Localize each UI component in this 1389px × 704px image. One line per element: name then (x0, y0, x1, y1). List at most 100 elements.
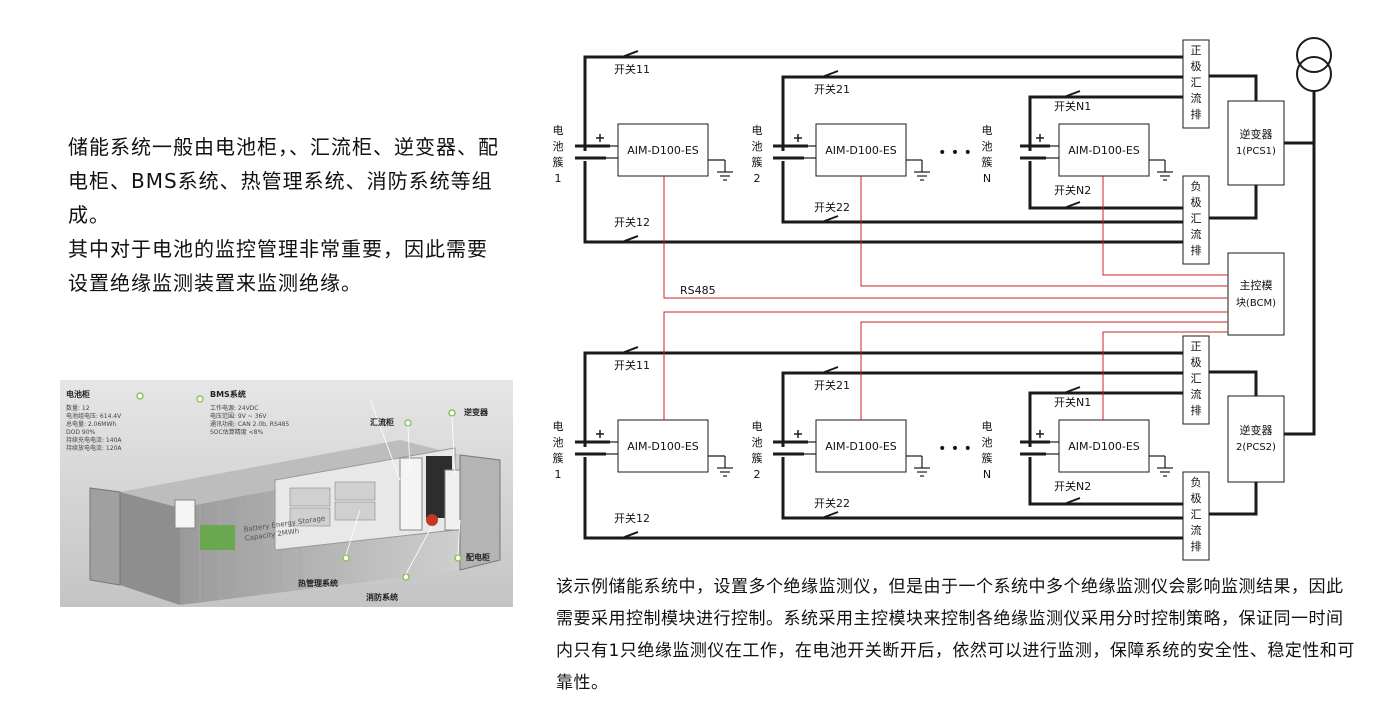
switch-N1-contact (1062, 391, 1066, 395)
ellipsis: • • • (938, 441, 972, 457)
bms-spec: 通讯功能: CAN 2.0b, RS485 (210, 421, 290, 428)
switch-N2-label: 开关N2 (1054, 479, 1091, 493)
switch-22-label: 开关22 (814, 200, 850, 214)
cluster-label-1: 电 (553, 124, 564, 137)
switch-21-blade (821, 366, 839, 374)
inverter1-to-transformer (1284, 91, 1316, 145)
switch-22-blade (821, 511, 839, 519)
switch-12-blade (621, 531, 639, 539)
inverter-1-label: 逆变器 (1240, 127, 1273, 141)
aim-d100-es-device-2 (815, 419, 907, 473)
switch-12-label: 开关12 (614, 215, 650, 229)
negative-busbar-label: 极 (1191, 195, 1202, 209)
device-label-1: AIM-D100-ES (627, 144, 699, 157)
neg-wire-cluster2 (781, 457, 1183, 520)
cluster-label-2: 池 (752, 140, 763, 153)
transformer-coil-top (1296, 37, 1332, 73)
busbar-to-inverter1-neg (1209, 185, 1258, 220)
pos-wire-cluster2 (781, 371, 1183, 447)
switch-11-contact (620, 351, 624, 355)
positive-busbar-label: 极 (1191, 59, 1202, 73)
negative-busbar-label: 汇 (1191, 508, 1202, 521)
intro-paragraph-2: 其中对于电池的监控管理非常重要，因此需要设置绝缘监测装置来监测绝缘。 (68, 237, 488, 295)
container-illustration (60, 380, 513, 607)
switch-21-contact (820, 75, 824, 79)
cluster-label-1: 电 (553, 420, 564, 433)
negative-busbar-label: 汇 (1191, 212, 1202, 225)
inverter-2 (1227, 395, 1285, 483)
cluster-label-3: 池 (982, 436, 993, 449)
switch-12-contact (620, 240, 624, 244)
switch-N2-blade (1063, 497, 1081, 505)
switch-11-blade (621, 50, 639, 58)
bms-spec: 电压范围: 9V ~ 36V (210, 413, 267, 420)
battery-specs: 数量: 12 电池组电压: 614.4V 总电量: 2.06MWh DOD 90… (66, 405, 122, 453)
device-label-2: AIM-D100-ES (825, 440, 897, 453)
cluster-label-3: 簇 (982, 155, 993, 169)
cluster-label-1: 簇 (553, 451, 564, 465)
description-paragraph: 该示例储能系统中，设置多个绝缘监测仪，但是由于一个系统中多个绝缘监测仪会影响监测… (556, 577, 1355, 693)
switch-11-blade (621, 346, 639, 354)
switch-22-contact (820, 220, 824, 224)
aim-d100-es-device-3 (1058, 419, 1150, 473)
inverter-1-label: 1(PCS1) (1236, 146, 1276, 157)
busbar-to-inverter2-neg (1209, 482, 1258, 516)
neg-wire-cluster2 (781, 161, 1183, 224)
negative-busbar-label: 流 (1191, 523, 1202, 537)
rs485-line-device1-bottom (663, 311, 1228, 420)
aim-d100-es-device-1 (617, 419, 709, 473)
bcm-label: 主控模 (1240, 278, 1273, 292)
rs485-line-deviceN-top (1102, 176, 1228, 276)
negative-busbar-label: 流 (1191, 227, 1202, 241)
cluster-label-2: 2 (754, 172, 761, 185)
energy-storage-container-image: 电池柜 数量: 12 电池组电压: 614.4V 总电量: 2.06MWh DO… (60, 380, 513, 607)
switch-21-contact (820, 371, 824, 375)
intro-paragraph-1: 储能系统一般由电池柜，、汇流柜、逆变器、配电柜、BMS系统、热管理系统、消防系统… (68, 135, 499, 227)
busbar-to-inverter2-pos (1209, 370, 1258, 396)
cluster-label-1: 池 (553, 140, 564, 153)
callout-inverter: 逆变器 (464, 408, 488, 417)
switch-22-contact (820, 516, 824, 520)
positive-busbar-label: 流 (1191, 387, 1202, 401)
rs485-line-deviceN-bottom (1102, 331, 1228, 420)
switch-N2-contact (1062, 206, 1066, 210)
switch-12-label: 开关12 (614, 511, 650, 525)
bcm-label: 块(BCM) (1236, 297, 1276, 309)
rs485-line-device1-top (663, 176, 1228, 299)
positive-busbar-label: 正 (1191, 340, 1202, 353)
pos-wire-cluster1 (583, 351, 1183, 447)
battery-spec: 持续放电电流: 120A (66, 445, 122, 452)
switch-21-blade (821, 70, 839, 78)
switch-N1-label: 开关N1 (1054, 395, 1091, 409)
cluster-label-1: 1 (555, 468, 562, 481)
neg-wire-clusterN (1028, 457, 1183, 506)
neg-wire-clusterN (1028, 161, 1183, 210)
positive-busbar-label: 汇 (1191, 76, 1202, 89)
switch-N2-label: 开关N2 (1054, 183, 1091, 197)
battery-spec: 持续充电电流: 140A (66, 437, 122, 444)
switch-12-contact (620, 536, 624, 540)
switch-11-label: 开关11 (614, 358, 650, 372)
rs485-label: RS485 (680, 284, 716, 297)
switch-N1-blade (1063, 90, 1081, 98)
cluster-label-3: N (983, 172, 991, 185)
switch-11-contact (620, 55, 624, 59)
device-label-1: AIM-D100-ES (627, 440, 699, 453)
negative-busbar-label: 负 (1191, 475, 1202, 489)
positive-busbar-label: 汇 (1191, 372, 1202, 385)
cluster-label-3: 电 (982, 124, 993, 137)
switch-11-label: 开关11 (614, 62, 650, 76)
cluster-label-3: 电 (982, 420, 993, 433)
positive-busbar-label: 极 (1191, 355, 1202, 369)
switch-N1-contact (1062, 95, 1066, 99)
bms-spec: 工作电源: 24VDC (210, 405, 259, 412)
switch-12-blade (621, 235, 639, 243)
pos-wire-cluster2 (781, 75, 1183, 151)
rs485-line-device2-top (860, 176, 1228, 287)
switch-N2-blade (1063, 201, 1081, 209)
switch-21-label: 开关21 (814, 82, 850, 96)
device-label-2: AIM-D100-ES (825, 144, 897, 157)
pos-wire-cluster1 (583, 55, 1183, 151)
cluster-label-1: 池 (553, 436, 564, 449)
switch-N2-contact (1062, 502, 1066, 506)
